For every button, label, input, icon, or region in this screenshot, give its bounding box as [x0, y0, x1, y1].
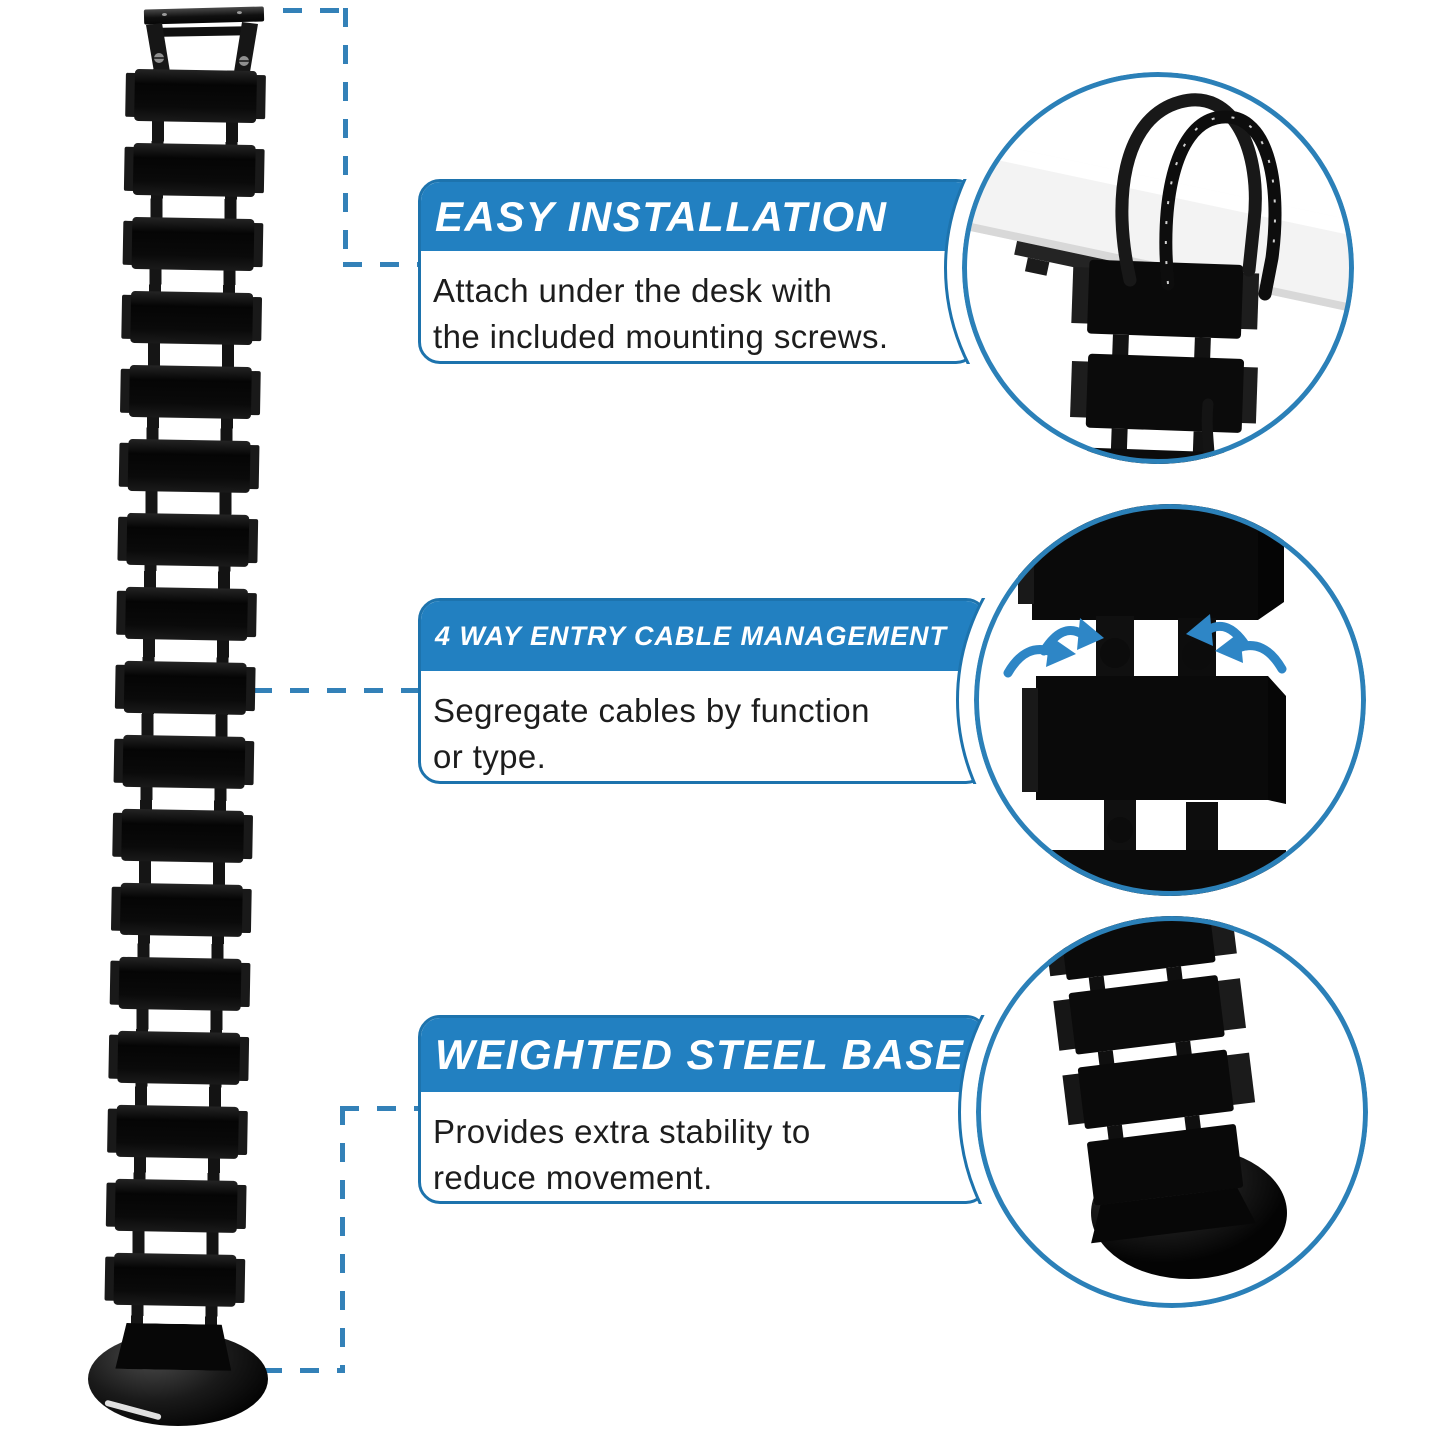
- spine-segment: [125, 586, 248, 641]
- callout-title: WEIGHTED STEEL BASE: [435, 1031, 965, 1078]
- cable-entry-photo: [1003, 504, 1287, 896]
- callout-body-line: Segregate cables by function: [433, 692, 870, 729]
- callout-body-line: Provides extra stability to: [433, 1113, 811, 1150]
- spine-segment: [114, 1178, 238, 1233]
- callout-body-line: the included mounting screws.: [433, 318, 889, 355]
- connector-dash-bottom-v: [340, 1106, 345, 1372]
- cable-spine-column: [112, 68, 257, 1371]
- connector-dash-top-h2: [343, 262, 419, 267]
- callout-title-band: 4 WAY ENTRY CABLE MANAGEMENT: [421, 601, 985, 671]
- callout-body: Segregate cables by function or type.: [421, 671, 985, 780]
- callout-title-band: EASY INSTALLATION: [421, 182, 975, 251]
- detail-circle-cable-entry: [974, 504, 1366, 896]
- spine-segment: [134, 68, 257, 124]
- mounting-bracket: [146, 22, 258, 72]
- spine-segment: [121, 808, 245, 863]
- spine-segment: [130, 290, 254, 346]
- detail-circle-weighted-base: [976, 916, 1368, 1308]
- under-desk-photo: [962, 93, 1354, 464]
- callout-body: Provides extra stability to reduce movem…: [421, 1092, 985, 1201]
- spine-segment: [116, 1104, 239, 1159]
- spine-foot: [115, 1323, 232, 1371]
- spine-segment: [131, 216, 255, 272]
- spine-segment: [113, 1252, 237, 1307]
- spine-segment: [119, 882, 243, 937]
- callout-title-band: WEIGHTED STEEL BASE: [421, 1018, 985, 1092]
- spine-segment: [118, 956, 242, 1011]
- connector-dash-top-v: [343, 8, 348, 266]
- connector-dash-bottom-h1: [340, 1106, 419, 1111]
- callout-weighted-base: WEIGHTED STEEL BASE Provides extra stabi…: [418, 1015, 1018, 1204]
- spine-segment: [117, 1030, 241, 1085]
- callout-body-line: or type.: [433, 738, 547, 775]
- spine-segment: [122, 734, 246, 789]
- weighted-base-photo: [1044, 916, 1287, 1279]
- spine-segment: [127, 438, 251, 494]
- callout-body-line: reduce movement.: [433, 1159, 713, 1196]
- callout-title: EASY INSTALLATION: [435, 192, 888, 240]
- callout-title: 4 WAY ENTRY CABLE MANAGEMENT: [435, 620, 948, 651]
- connector-dash-bottom-h2: [263, 1368, 345, 1373]
- callout-cable-management: 4 WAY ENTRY CABLE MANAGEMENT Segregate c…: [418, 598, 1018, 784]
- cable-entry-arrowheads-icon: [1046, 614, 1243, 667]
- callout-body-line: Attach under the desk with: [433, 272, 833, 309]
- spine-segment: [132, 142, 256, 198]
- spine-segment: [126, 512, 250, 567]
- connector-dash-middle: [253, 688, 419, 693]
- spine-segment: [128, 364, 252, 420]
- callout-body: Attach under the desk with the included …: [421, 251, 975, 360]
- callout-easy-installation: EASY INSTALLATION Attach under the desk …: [418, 179, 1018, 364]
- connector-dash-top-h1: [283, 8, 349, 13]
- spine-segment: [123, 660, 247, 715]
- detail-circle-under-desk-mount: [962, 72, 1354, 464]
